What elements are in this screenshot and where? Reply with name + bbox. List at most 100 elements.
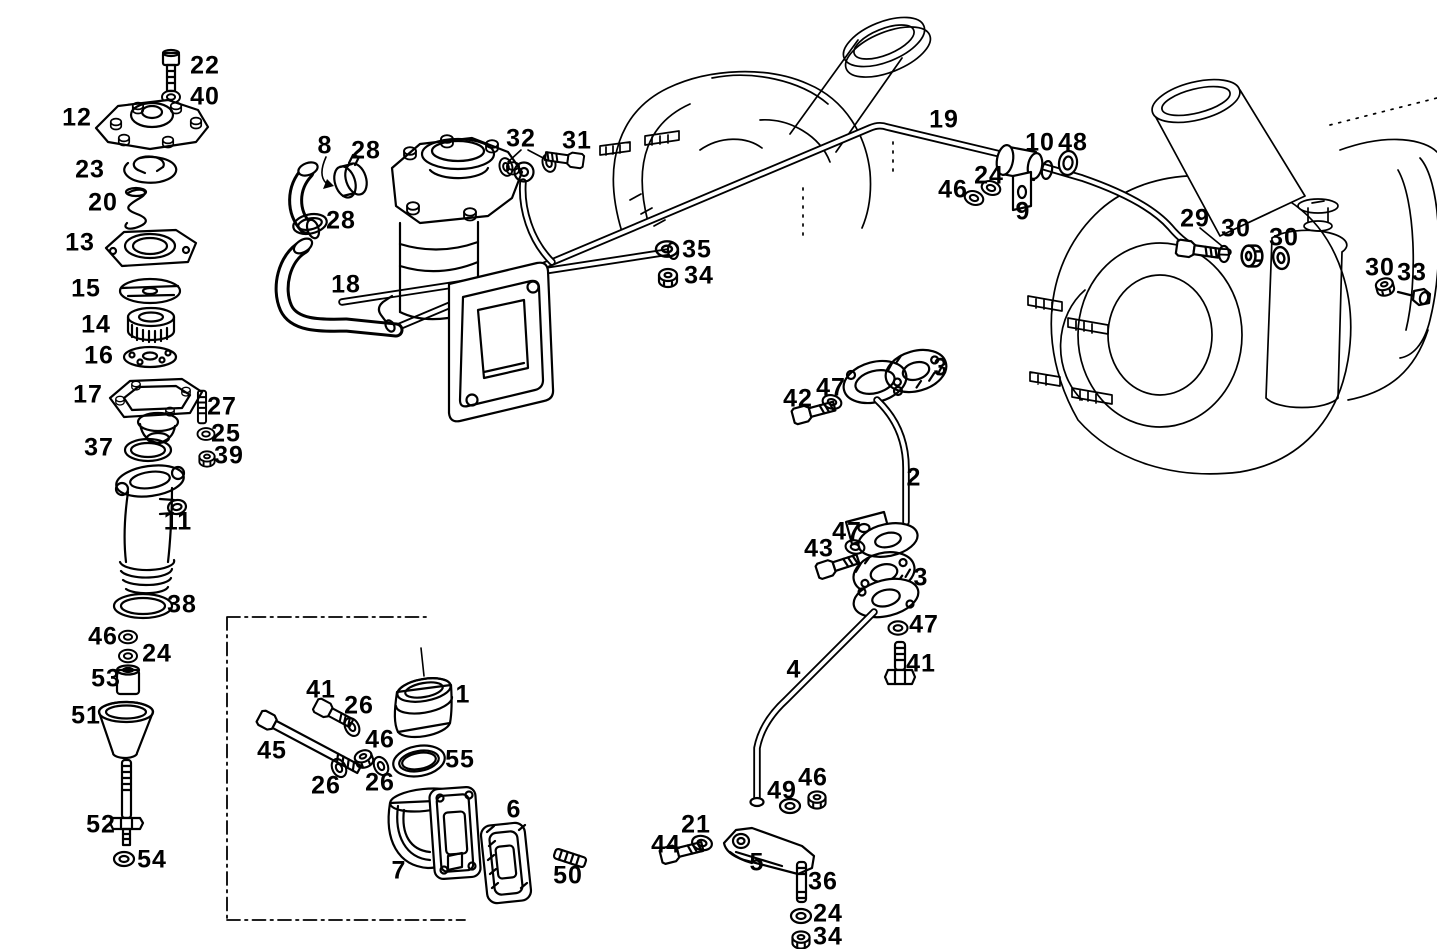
callout-53: 53 [91,664,121,693]
knurled-wheel-14 [126,306,176,344]
filter-bowl-7 [387,786,482,880]
callout-37: 37 [84,433,114,462]
leader-line [527,149,548,161]
washer-54 [112,850,136,868]
support-bracket-5 [722,826,816,876]
filter-head [390,134,524,225]
callout-28: 28 [326,206,356,235]
callout-23: 23 [75,155,105,184]
callout-11: 11 [163,507,193,536]
breather-tube-11 [114,464,188,595]
fitting-29-30 [1174,238,1292,272]
subassembly-parts [255,647,588,905]
callout-55: 55 [445,745,475,774]
callout-3: 3 [913,563,929,592]
washer-24-stack [118,648,138,664]
callout-9: 9 [1015,197,1031,226]
callout-2: 2 [906,463,922,492]
o-ring-38 [112,592,174,620]
callout-3: 3 [933,353,949,382]
callout-31: 31 [562,126,592,155]
bolt-22 [161,48,181,93]
pipe-bracket-9 [1011,170,1033,212]
nut-34 [657,267,679,289]
callout-48: 48 [1058,128,1088,157]
callout-8: 8 [317,131,333,160]
callout-36: 36 [808,867,838,896]
filter-canister [377,220,480,333]
fitting-30-33-turbine [1373,275,1432,307]
callout-44: 44 [651,830,681,859]
callout-32: 32 [506,124,536,153]
turbocharger-top-outline [599,16,932,237]
banjo-washers-32 [496,151,559,183]
callout-49: 49 [767,776,797,805]
seal-ring-55 [392,744,446,778]
callout-41: 41 [906,649,936,678]
breather-stack [94,48,216,868]
callout-33: 33 [1397,258,1427,287]
callout-39: 39 [214,441,244,470]
leader-lines [507,149,1223,247]
disc-16 [122,345,178,369]
drain-pipe-4 [749,577,920,808]
callout-18: 18 [331,270,361,299]
callout-46: 46 [798,763,828,792]
cover-12 [94,98,210,151]
gasket-6 [479,821,533,905]
callout-6: 6 [506,795,522,824]
nut-46-bracket [807,790,827,810]
banjo-pipe [518,178,556,266]
circlip-23 [123,155,178,184]
callout-20: 20 [88,188,118,217]
callout-30: 30 [1221,214,1251,243]
callout-21: 21 [681,810,711,839]
callout-46: 46 [88,622,118,651]
callout-51: 51 [71,701,101,730]
callout-17: 17 [73,380,103,409]
callout-4: 4 [786,655,802,684]
callout-47: 47 [909,610,939,639]
callout-15: 15 [71,274,101,303]
grommet-48 [1057,149,1079,177]
callout-41: 41 [306,675,336,704]
callout-16: 16 [84,341,114,370]
callout-30: 30 [1269,223,1299,252]
callout-40: 40 [190,82,220,111]
callout-45: 45 [257,736,287,765]
stud-50 [552,847,588,869]
callout-24: 24 [974,161,1004,190]
filter-mounting-plate [447,261,555,423]
callout-54: 54 [137,845,167,874]
callout-13: 13 [65,228,95,257]
callout-25: 25 [211,419,241,448]
hose-clamp-28-upper [333,153,368,199]
stud-36 [795,860,808,904]
leader-arrow-8 [321,156,334,189]
callout-34: 34 [684,261,714,290]
callout-1: 1 [455,680,471,709]
callout-14: 14 [81,310,111,339]
callout-26: 26 [344,691,374,720]
sleeve-53 [115,664,141,696]
callout-38: 38 [167,590,197,619]
callout-26: 26 [311,771,341,800]
washer-46-stack [118,629,138,645]
callout-5: 5 [749,848,765,877]
washer-24-bracket [789,907,813,925]
callout-47: 47 [832,517,862,546]
callout-43: 43 [804,534,834,563]
ring-37 [123,437,173,463]
subassembly-box [226,616,466,921]
callout-26: 26 [365,768,395,797]
callout-27: 27 [207,392,237,421]
callout-46: 46 [938,175,968,204]
callout-12: 12 [62,103,92,132]
callout-24: 24 [813,899,843,928]
stud-41-right [883,640,917,686]
callout-29: 29 [1180,204,1210,233]
leader-line [507,149,522,163]
callout-47: 47 [816,373,846,402]
cone-51 [97,700,155,760]
